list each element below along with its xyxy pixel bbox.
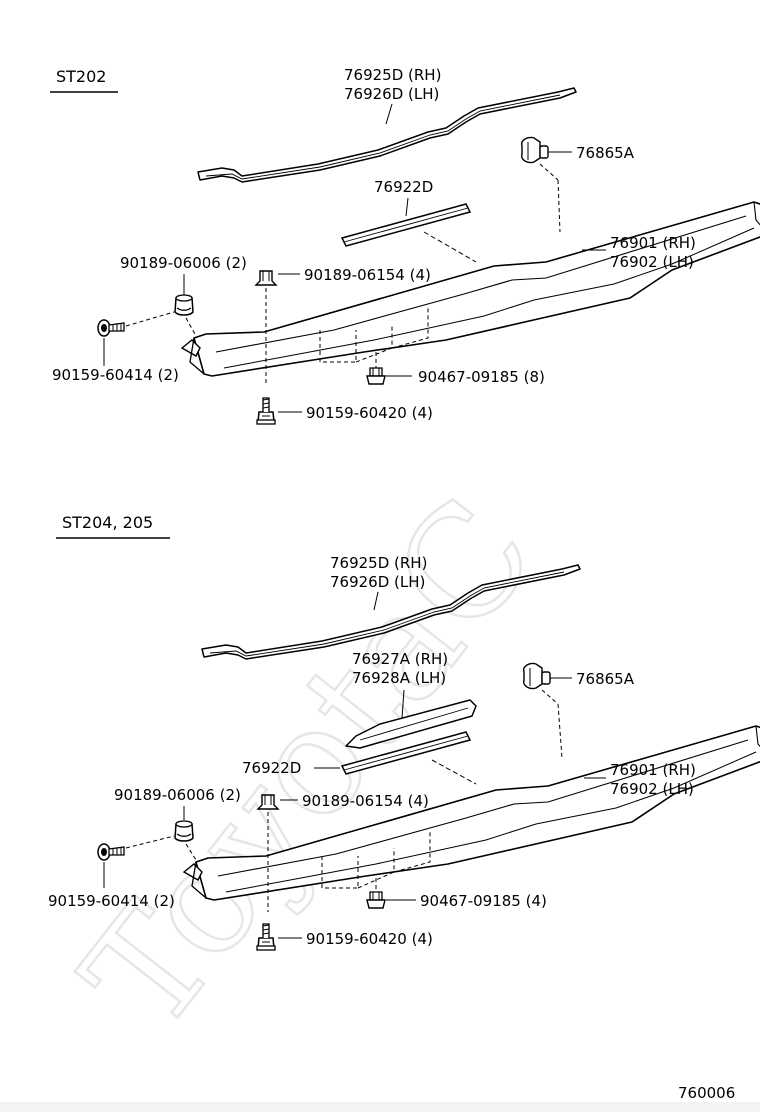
leader-line <box>385 103 393 125</box>
label-screw-left: 90159-60414 (2) <box>48 892 175 910</box>
screw-left-part <box>97 319 125 337</box>
dashed-guide <box>539 163 559 181</box>
nut-clip-part <box>255 270 277 286</box>
dashed-guide <box>423 231 477 263</box>
label-screw-bottom: 90159-60420 (4) <box>306 404 433 422</box>
grommet-part <box>174 294 194 316</box>
figure-code: 760006 <box>678 1084 735 1102</box>
clip-b-part <box>366 367 386 385</box>
section-st202: ST202 76925D (RH) 76926D (LH) 76865A 769… <box>50 66 760 425</box>
dashed-guide <box>557 703 563 759</box>
label-grommet: 90189-06006 (2) <box>114 786 241 804</box>
label-clip-b: 90467-09185 (8) <box>418 368 545 386</box>
label-weatherstrip-lh: 76926D (LH) <box>344 85 439 103</box>
screw-bottom-part <box>256 397 276 425</box>
dashed-guide <box>185 843 197 861</box>
extension-part <box>345 699 477 749</box>
dashed-guide <box>185 317 197 337</box>
label-sill-rh: 76901 (RH) <box>610 234 696 252</box>
watermark-text: ToyotaC <box>51 468 569 1062</box>
label-clip-b: 90467-09185 (4) <box>420 892 547 910</box>
label-clip-a: 76865A <box>576 670 635 688</box>
label-screw-left: 90159-60414 (2) <box>52 366 179 384</box>
bottom-band <box>0 1102 760 1112</box>
label-sill-lh: 76902 (LH) <box>610 780 694 798</box>
dashed-guide <box>319 308 429 363</box>
label-extension-lh: 76928A (LH) <box>352 669 446 687</box>
dashed-guide <box>125 311 175 327</box>
leader-line <box>401 689 405 719</box>
label-moulding: 76922D <box>242 759 301 777</box>
section-st204-205: ST204, 205 76925D (RH) 76926D (LH) 76865… <box>48 513 760 951</box>
label-clip-a: 76865A <box>576 144 635 162</box>
grommet-part <box>174 820 194 842</box>
section-title: ST204, 205 <box>62 513 153 532</box>
label-weatherstrip-rh: 76925D (RH) <box>330 554 427 572</box>
clip-76865a-part <box>522 662 551 690</box>
label-screw-bottom: 90159-60420 (4) <box>306 930 433 948</box>
label-grommet: 90189-06006 (2) <box>120 254 247 272</box>
label-moulding: 76922D <box>374 178 433 196</box>
label-sill-lh: 76902 (LH) <box>610 253 694 271</box>
clip-b-part <box>366 891 386 909</box>
dashed-guide <box>431 759 477 785</box>
label-extension-rh: 76927A (RH) <box>352 650 448 668</box>
moulding-part <box>340 731 472 775</box>
label-nut: 90189-06154 (4) <box>302 792 429 810</box>
label-nut: 90189-06154 (4) <box>304 266 431 284</box>
section-title: ST202 <box>56 67 106 86</box>
screw-left-part <box>97 843 125 861</box>
dashed-guide <box>557 179 561 233</box>
moulding-part <box>340 203 472 247</box>
label-weatherstrip-lh: 76926D (LH) <box>330 573 425 591</box>
dashed-guide <box>321 832 431 889</box>
label-sill-rh: 76901 (RH) <box>610 761 696 779</box>
rocker-panel-part <box>181 201 760 377</box>
leader-line <box>405 197 409 217</box>
dashed-guide <box>541 689 559 705</box>
leader-line <box>373 591 379 611</box>
clip-76865a-part <box>520 136 549 164</box>
dashed-guide <box>125 835 175 849</box>
label-weatherstrip-rh: 76925D (RH) <box>344 66 441 84</box>
